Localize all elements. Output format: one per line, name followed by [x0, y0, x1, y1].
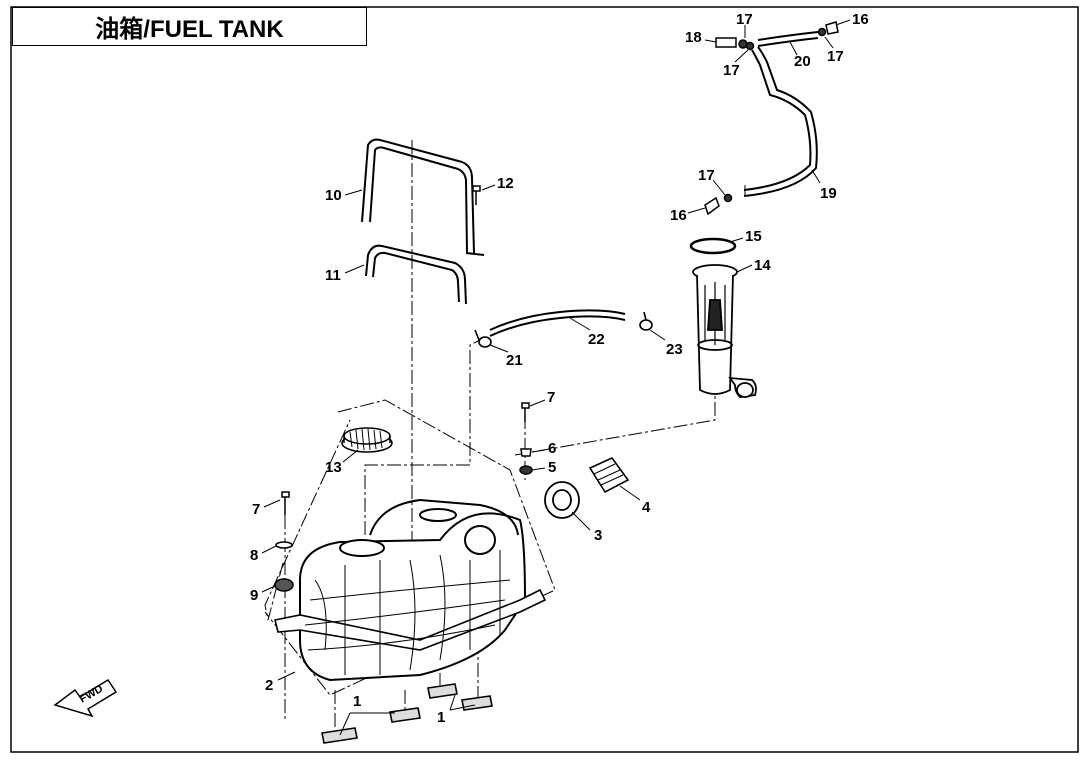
assembly-lines: [264, 140, 746, 730]
lock-ring-13: [341, 427, 393, 453]
connectors-lower: [704, 193, 733, 216]
callout-17b: 17: [736, 11, 753, 28]
callout-18: 18: [685, 29, 702, 46]
callouts: 1 1 2 3 4 5 6 7 7 8 9 10 11 12 13 14 15 …: [250, 11, 869, 726]
callout-7a: 7: [547, 389, 555, 406]
page-title: 油箱/FUEL TANK: [12, 7, 367, 46]
tank-pads: [321, 683, 493, 744]
callout-3: 3: [594, 527, 602, 544]
callout-22: 22: [588, 331, 605, 348]
washer-6: [520, 448, 532, 457]
callout-12: 12: [497, 175, 514, 192]
callout-5: 5: [548, 459, 556, 476]
grommet-5: [519, 465, 533, 475]
callout-10: 10: [325, 187, 342, 204]
callout-8: 8: [250, 547, 258, 564]
callout-17d: 17: [827, 48, 844, 65]
bolt-12: [472, 185, 481, 205]
fuel-cap-4: [588, 457, 630, 494]
seal-3: [544, 481, 580, 519]
callout-1b: 1: [437, 709, 445, 726]
callout-7b: 7: [252, 501, 260, 518]
outer-border: [10, 6, 1079, 753]
grommet-9: [274, 578, 294, 592]
fuel-pump-14: [692, 264, 757, 398]
callout-13: 13: [325, 459, 342, 476]
fuel-tank: [274, 498, 547, 682]
strap-lower: [365, 244, 467, 305]
connectors-top: [715, 21, 839, 51]
hose-20: [757, 31, 819, 47]
clamp-21: [474, 329, 492, 348]
callout-19: 19: [820, 185, 837, 202]
fwd-arrow: [53, 678, 118, 718]
callout-14: 14: [754, 257, 771, 274]
gasket-15: [689, 237, 737, 255]
callout-1a: 1: [353, 693, 361, 710]
callout-16a: 16: [670, 207, 687, 224]
leader-lines: [261, 19, 851, 736]
callout-2: 2: [265, 677, 273, 694]
hose-22: [489, 309, 626, 337]
callout-16b: 16: [852, 11, 869, 28]
callout-15: 15: [745, 228, 762, 245]
callout-9: 9: [250, 587, 258, 604]
callout-11: 11: [325, 267, 341, 284]
clamp-23: [639, 311, 653, 331]
callout-23: 23: [666, 341, 683, 358]
hose-19: [743, 46, 818, 197]
strap-upper: [361, 138, 485, 256]
callout-4: 4: [642, 499, 651, 516]
bolt-7-left: [281, 491, 290, 515]
callout-21: 21: [506, 352, 523, 369]
callout-20: 20: [794, 53, 811, 70]
bolt-7-right: [521, 402, 530, 422]
callout-17a: 17: [698, 167, 715, 184]
callout-17c: 17: [723, 62, 740, 79]
callout-6: 6: [548, 440, 556, 457]
washer-8: [275, 541, 293, 549]
